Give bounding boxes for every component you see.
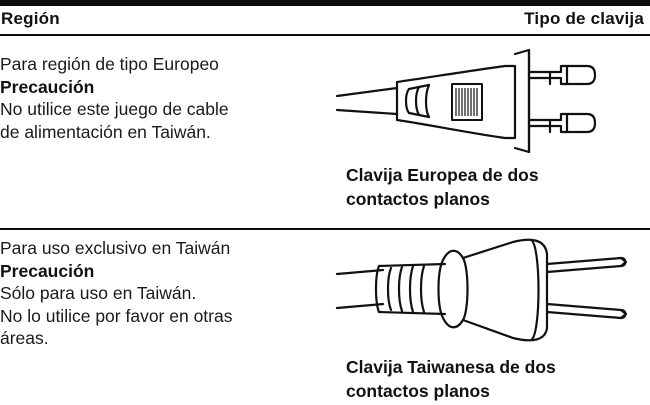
plug-caption-line: Clavija Europea de dos bbox=[346, 165, 539, 185]
caution-label: Precaución bbox=[0, 76, 95, 97]
region-text: Para región de tipo Europeo bbox=[0, 54, 219, 74]
plug-caption-europe: Clavija Europea de dos contactos planos bbox=[346, 163, 539, 211]
caution-line: de alimentación en Taiwán. bbox=[0, 121, 211, 142]
caution-line: Sólo para uso en Taiwán. bbox=[0, 283, 197, 303]
plug-caption-line: contactos planos bbox=[346, 189, 490, 209]
plug-caption-line: contactos planos bbox=[346, 381, 490, 401]
column-header-region: Región bbox=[1, 9, 60, 28]
region-description-europe: Para región de tipo Europeo Precaución N… bbox=[0, 53, 320, 143]
table-row-europe: Para región de tipo Europeo Precaución N… bbox=[0, 36, 650, 228]
column-header-plug-type: Tipo de clavija bbox=[524, 9, 644, 28]
taiwanese-two-flat-pin-plug-icon bbox=[335, 238, 628, 342]
table-row-taiwan: Para uso exclusivo en Taiwán Precaución … bbox=[0, 230, 650, 405]
caution-line: áreas. bbox=[0, 328, 49, 348]
plug-caption-line: Clavija Taiwanesa de dos bbox=[346, 357, 556, 377]
table-header: Región Tipo de clavija bbox=[0, 6, 650, 36]
plug-caption-taiwan: Clavija Taiwanesa de dos contactos plano… bbox=[346, 355, 556, 403]
top-rule bbox=[0, 0, 650, 6]
caution-line: No lo utilice por favor en otras bbox=[0, 305, 233, 326]
european-two-pin-plug-icon bbox=[335, 48, 597, 154]
caution-line: No utilice este juego de cable bbox=[0, 99, 229, 119]
caution-label: Precaución bbox=[0, 260, 95, 281]
row-divider bbox=[0, 228, 650, 230]
region-text: Para uso exclusivo en Taiwán bbox=[0, 238, 231, 258]
region-description-taiwan: Para uso exclusivo en Taiwán Precaución … bbox=[0, 237, 320, 350]
